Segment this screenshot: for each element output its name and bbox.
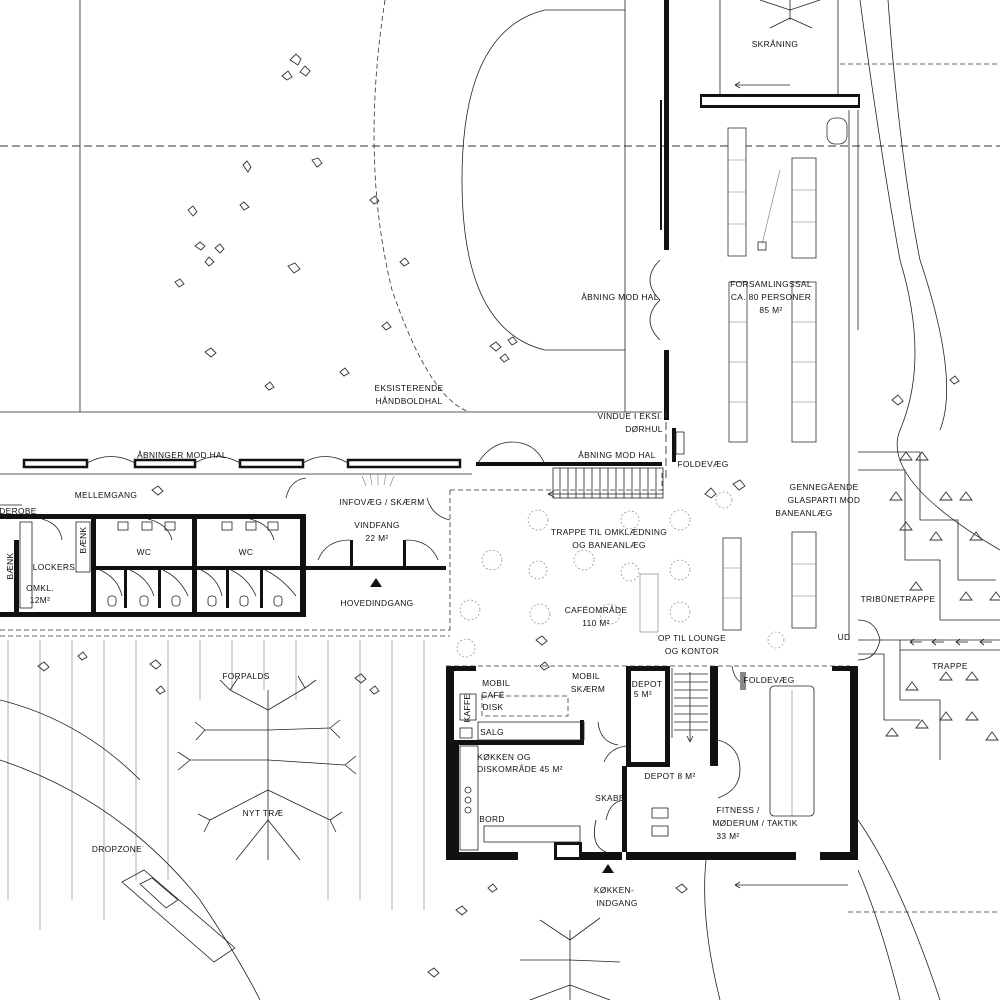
label-depot-5-2: 5 M² (634, 689, 652, 699)
label-mobil-skaerm-1: MOBIL (572, 671, 600, 681)
label-koekkenindgang-2: INDGANG (596, 898, 638, 908)
assembly-tables (722, 117, 848, 631)
label-glasparti-3: BANEANLÆG (775, 508, 832, 518)
existing-handball-hall (0, 0, 1000, 420)
label-lockers: LOCKERS (33, 562, 76, 572)
label-disk: DISK (483, 702, 504, 712)
label-fitness-2: MØDERUM / TAKTIK (712, 818, 797, 828)
label-lounge-1: OP TIL LOUNGE (658, 633, 726, 643)
room-labels: SKRÅNING FORSAMLINGSSAL CA. 80 PERSONER … (0, 39, 968, 908)
label-infovaeg: INFOVÆG / SKÆRM (339, 497, 424, 507)
label-dropzone: DROPZONE (92, 844, 142, 854)
label-trappe: TRAPPE (932, 661, 968, 671)
entrance-vestibule (285, 473, 451, 587)
label-omkl-1: OMKL. (26, 583, 54, 593)
label-garderobe: DEROBE (0, 506, 37, 516)
label-mellemgang: MELLEMGANG (75, 490, 138, 500)
label-mobil-skaerm-2: SKÆRM (571, 684, 605, 694)
people-figures-hall (174, 53, 518, 391)
label-wc-2: WC (239, 547, 254, 557)
label-forsamlingssal-2: CA. 80 PERSONER (731, 292, 811, 302)
wc-locker-block (0, 504, 306, 617)
stair-to-changing (547, 467, 664, 499)
label-aabning-mod-hal-lower: ÅBNING MOD HAL (578, 450, 656, 460)
label-aabning-mod-hal-upper: ÅBNING MOD HAL (581, 292, 659, 302)
new-tree (177, 675, 357, 861)
label-skabe: SKABE (595, 793, 625, 803)
forecourt (0, 640, 425, 1000)
label-vindue-1: VINDUE I EKSI. (598, 411, 663, 421)
label-lounge-2: OG KONTOR (665, 646, 719, 656)
label-eksisterende-2: HÅNDBOLDHAL (376, 396, 443, 406)
label-forpalds: FORPALDS (222, 671, 269, 681)
label-kaffe: KAFFE (462, 694, 472, 723)
label-depot-8: DEPOT 8 M² (644, 771, 695, 781)
label-koekkenindgang-1: KØKKEN- (594, 885, 634, 895)
label-aabninger-mod-hal: ÅBNINGER MOD HAL (137, 450, 227, 460)
assembly-hall (665, 0, 1000, 640)
label-trappe-omk-2: OG BANEANLÆG (572, 540, 646, 550)
label-fitness-3: 33 M² (716, 831, 739, 841)
label-cafeomraade-1: CAFÉOMRÅDE (565, 605, 628, 615)
label-cafeomraade-2: 110 M² (582, 618, 610, 628)
tree-top (759, 0, 821, 29)
label-tribunetrappe: TRIBÜNETRAPPE (861, 594, 936, 604)
label-depot-5-1: DEPOT (632, 679, 663, 689)
cafe-tables (151, 479, 785, 671)
label-mobil-cafe-1: MOBIL (482, 678, 510, 688)
label-wc-1: WC (137, 547, 152, 557)
label-koekken-2: DISKOMRÅDE 45 M² (477, 764, 563, 774)
stands (704, 0, 1000, 1000)
people-figures-outside (37, 651, 688, 978)
label-omkl-2: 12M² (30, 595, 50, 605)
label-foldevaeg-upper: FOLDEVÆG (677, 459, 728, 469)
label-salg: SALG (480, 727, 504, 737)
label-foldevaeg-lower: FOLDEVÆG (743, 675, 794, 685)
label-nyt-trae: NYT TRÆ (243, 808, 284, 818)
label-baenk-mid: BÆNK (78, 526, 88, 553)
label-hovedindgang: HOVEDINDGANG (340, 598, 413, 608)
label-vindue-2: DØRHUL (625, 424, 662, 434)
label-eksisterende-1: EKSISTERENDE (375, 383, 444, 393)
people-stands (885, 375, 1000, 741)
kitchen-block (446, 665, 858, 873)
corridor (0, 428, 685, 637)
label-forsamlingssal-1: FORSAMLINGSSAL (730, 279, 812, 289)
label-koekken-1: KØKKEN OG (477, 752, 530, 762)
car (121, 869, 236, 963)
label-fitness-1: FITNESS / (716, 805, 759, 815)
label-mobil-cafe-2: CAFÉ (481, 690, 505, 700)
label-trappe-omk-1: TRAPPE TIL OMKLÆDNING (551, 527, 667, 537)
tree-bottom (520, 917, 621, 1000)
label-bord: BORD (479, 814, 505, 824)
label-vindfang-2: 22 M² (365, 533, 388, 543)
label-glasparti-2: GLASPARTI MOD (788, 495, 861, 505)
label-forsamlingssal-3: 85 M² (759, 305, 782, 315)
label-vindfang-1: VINDFANG (354, 520, 400, 530)
label-glasparti-1: GENNEGÅENDE (789, 482, 858, 492)
label-ud: UD (838, 632, 851, 642)
label-baenk-left: BÆNK (5, 552, 15, 579)
label-skraaning: SKRÅNING (752, 39, 799, 49)
